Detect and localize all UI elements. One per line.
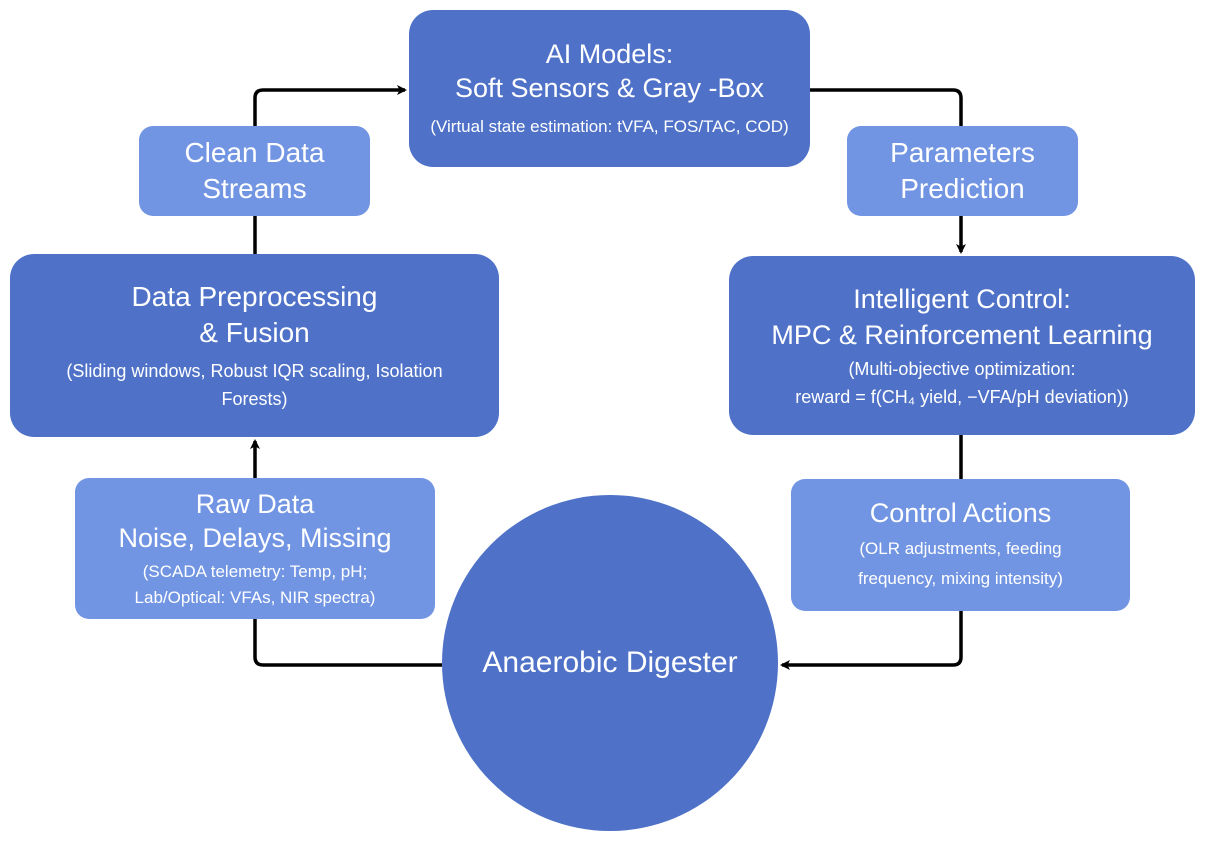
connector-actions-to-digester xyxy=(780,611,963,670)
raw-data-title: Raw Data Noise, Delays, Missing xyxy=(118,487,391,555)
parameters-prediction-box: Parameters Prediction xyxy=(847,126,1078,216)
connector-digester-to-raw-data xyxy=(253,619,442,667)
clean-data-title-line-2: Streams xyxy=(202,173,307,204)
raw-data-title-line-1: Raw Data xyxy=(195,488,315,519)
control-actions-box: Control Actions (OLR adjustments, feedin… xyxy=(791,479,1130,611)
ai-models-title-line-2: Soft Sensors & Gray -Box xyxy=(454,72,765,103)
control-title-line-1: Intelligent Control: xyxy=(853,283,1071,314)
raw-data-subtitle-line-1: (SCADA telemetry: Temp, pH; xyxy=(142,561,368,581)
ai-models-box: AI Models: Soft Sensors & Gray -Box (Vir… xyxy=(409,10,810,167)
preprocessing-title-line-2: & Fusion xyxy=(199,316,310,348)
actions-subtitle-line-1: (OLR adjustments, feeding xyxy=(859,539,1062,558)
connector-clean-data-to-ai-models xyxy=(253,85,407,126)
control-subtitle: (Multi-objective optimization: reward = … xyxy=(795,355,1128,411)
actions-subtitle-line-2: frequency, mixing intensity) xyxy=(858,569,1063,588)
raw-data-box: Raw Data Noise, Delays, Missing (SCADA t… xyxy=(75,478,435,619)
digester-label: Anaerobic Digester xyxy=(482,646,738,679)
parameters-title: Parameters Prediction xyxy=(890,135,1035,207)
ai-models-title: AI Models: Soft Sensors & Gray -Box xyxy=(455,37,764,105)
control-title: Intelligent Control: MPC & Reinforcement… xyxy=(771,281,1152,353)
ai-models-title-line-1: AI Models: xyxy=(545,38,674,69)
raw-data-subtitle: (SCADA telemetry: Temp, pH; Lab/Optical:… xyxy=(135,559,376,611)
parameters-title-line-1: Parameters xyxy=(890,137,1035,168)
raw-data-subtitle-line-2: Lab/Optical: VFAs, NIR spectra) xyxy=(134,587,376,607)
control-title-line-2: MPC & Reinforcement Learning xyxy=(771,319,1153,350)
clean-data-streams-box: Clean Data Streams xyxy=(139,126,370,216)
data-preprocessing-box: Data Preprocessing & Fusion (Sliding win… xyxy=(10,254,499,437)
intelligent-control-box: Intelligent Control: MPC & Reinforcement… xyxy=(729,256,1195,435)
raw-data-title-line-2: Noise, Delays, Missing xyxy=(118,522,392,553)
actions-subtitle: (OLR adjustments, feeding frequency, mix… xyxy=(858,534,1063,594)
preprocessing-subtitle-line-2: Forests) xyxy=(221,388,288,409)
actions-title-line-1: Control Actions xyxy=(869,498,1052,528)
preprocessing-subtitle: (Sliding windows, Robust IQR scaling, Is… xyxy=(66,357,442,413)
actions-title: Control Actions xyxy=(870,496,1052,530)
preprocessing-title: Data Preprocessing & Fusion xyxy=(132,279,378,351)
preprocessing-title-line-1: Data Preprocessing xyxy=(131,280,378,312)
clean-data-title-line-1: Clean Data xyxy=(184,137,325,168)
connector-ai-models-to-parameters xyxy=(810,88,963,126)
ai-models-subtitle: (Virtual state estimation: tVFA, FOS/TAC… xyxy=(430,113,788,141)
preprocessing-subtitle-line-1: (Sliding windows, Robust IQR scaling, Is… xyxy=(66,360,443,381)
control-subtitle-line-1: (Multi-objective optimization: xyxy=(848,358,1076,379)
control-subtitle-line-2: reward = f(CH₄ yield, −VFA/pH deviation)… xyxy=(795,386,1129,407)
anaerobic-digester-circle: Anaerobic Digester xyxy=(442,495,778,831)
clean-data-title: Clean Data Streams xyxy=(184,135,324,207)
parameters-title-line-2: Prediction xyxy=(900,173,1025,204)
ai-models-subtitle-line-1: (Virtual state estimation: tVFA, FOS/TAC… xyxy=(430,116,789,136)
